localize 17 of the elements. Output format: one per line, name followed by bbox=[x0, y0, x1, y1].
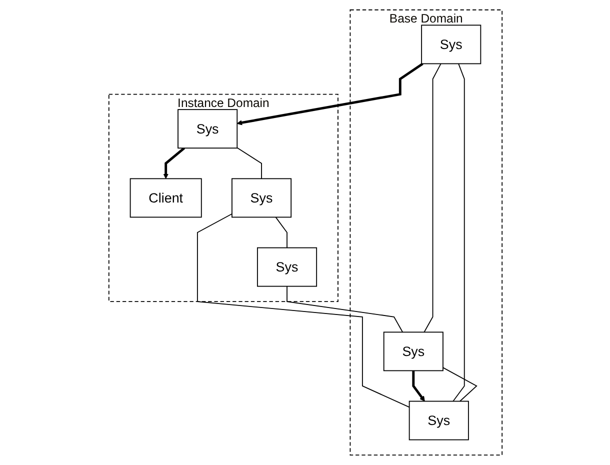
node-box: Sys bbox=[408, 400, 468, 440]
connector bbox=[236, 147, 262, 180]
arrow bbox=[162, 147, 185, 179]
node-box: Sys bbox=[382, 332, 443, 372]
node-box: Client bbox=[129, 178, 202, 218]
node-box: Sys bbox=[420, 24, 481, 64]
arrow bbox=[236, 62, 423, 126]
node-box: Sys bbox=[177, 109, 238, 149]
connector bbox=[423, 63, 441, 333]
connector bbox=[286, 286, 403, 333]
node-box: Sys bbox=[256, 247, 317, 287]
arrow bbox=[412, 370, 424, 402]
connector bbox=[452, 63, 464, 402]
connector bbox=[442, 367, 477, 402]
node-box: Sys bbox=[231, 178, 292, 218]
connector bbox=[274, 216, 287, 248]
connector bbox=[196, 213, 410, 408]
